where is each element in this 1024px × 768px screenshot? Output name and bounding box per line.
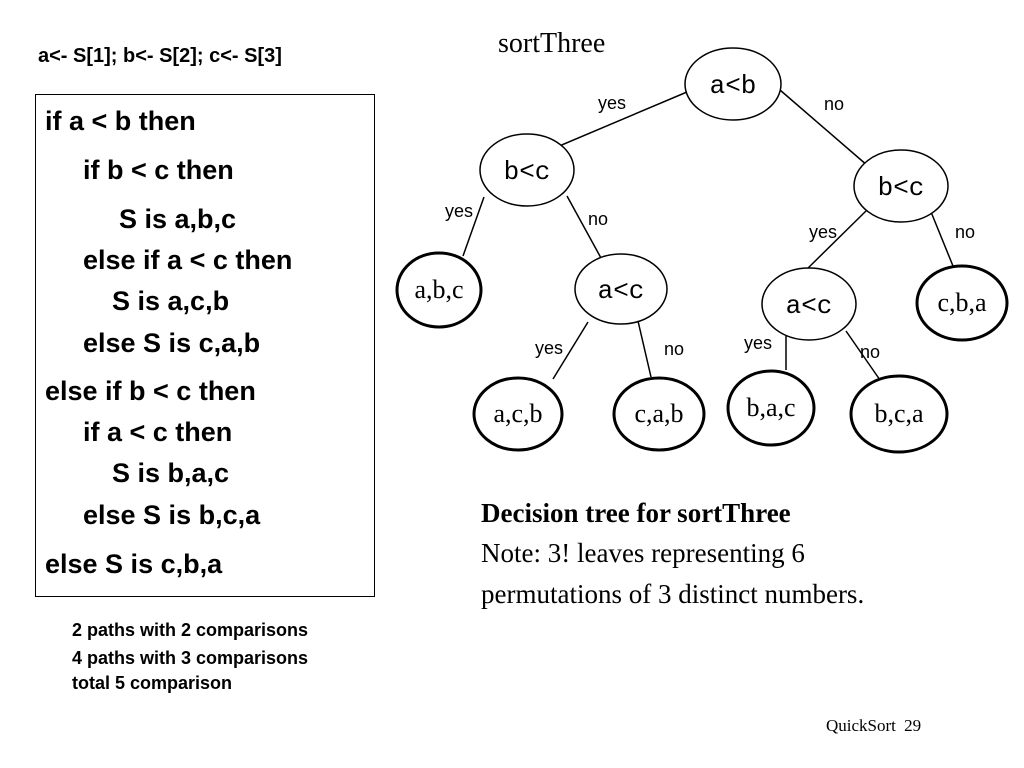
- code-line: else S is c,a,b: [83, 328, 261, 358]
- node-right-label: b<c: [878, 173, 925, 203]
- leaf-bca: [849, 374, 949, 454]
- edge-label-yes: yes: [598, 93, 626, 113]
- node-root-label: a<b: [710, 71, 757, 101]
- page-number: 29: [904, 716, 922, 735]
- edge-left-abc: [462, 196, 485, 257]
- edge-label-no: no: [824, 94, 844, 114]
- edge-right-ac: [803, 209, 868, 273]
- leaf-abc-label: a,b,c: [414, 275, 463, 304]
- edge-root-right: [779, 89, 869, 167]
- code-line: else S is c,b,a: [45, 549, 223, 579]
- slide-footer: QuickSort 29: [826, 716, 921, 736]
- node-left-label: b<c: [504, 157, 551, 187]
- edge-right-cba: [928, 206, 954, 267]
- code-line: else if b < c then: [45, 376, 256, 406]
- edge-label-no: no: [664, 339, 684, 359]
- node-root: [684, 47, 782, 121]
- node-right-left-label: a<c: [786, 291, 833, 321]
- edge-label-no: no: [588, 209, 608, 229]
- edge-ac2-bca: [845, 330, 881, 381]
- edge-ac-cab: [637, 320, 652, 378]
- edge-root-left: [537, 91, 688, 156]
- path-stat: 2 paths with 2 comparisons: [72, 620, 309, 640]
- code-line: S is a,b,c: [119, 204, 237, 234]
- caption-line: permutations of 3 distinct numbers.: [481, 579, 865, 609]
- edge-label-yes: yes: [535, 338, 563, 358]
- assignment-line: a<- S[1]; b<- S[2]; c<- S[3]: [38, 45, 282, 67]
- edge-label-yes: yes: [445, 201, 473, 221]
- edge-left-ac: [566, 195, 602, 259]
- code-line: else S is b,c,a: [83, 500, 261, 530]
- code-line: else if a < c then: [83, 245, 293, 275]
- leaf-cba-label: c,b,a: [937, 288, 987, 317]
- caption-title: Decision tree for sortThree: [481, 498, 791, 528]
- code-line: if b < c then: [83, 155, 234, 185]
- leaf-cba: [915, 264, 1009, 342]
- node-left-right-label: a<c: [598, 276, 645, 306]
- leaf-bac: [726, 369, 816, 447]
- leaf-bca-label: b,c,a: [874, 399, 924, 428]
- leaf-abc: [395, 251, 483, 329]
- path-stat: total 5 comparison: [72, 673, 233, 693]
- leaf-cab-label: c,a,b: [634, 399, 683, 428]
- edge-label-no: no: [955, 222, 975, 242]
- code-line: S is b,a,c: [112, 458, 230, 488]
- leaf-acb: [472, 376, 564, 452]
- code-line: if a < b then: [45, 106, 196, 136]
- node-right: [853, 149, 949, 223]
- edge-ac-acb: [552, 321, 589, 380]
- edge-label-yes: yes: [744, 333, 772, 353]
- leaf-bac-label: b,a,c: [746, 393, 795, 422]
- node-right-left: [761, 267, 857, 341]
- code-line: if a < c then: [83, 417, 233, 447]
- tree-title: sortThree: [498, 28, 606, 59]
- node-left: [479, 133, 575, 207]
- pseudocode-box: [35, 94, 375, 597]
- code-line: S is a,c,b: [112, 286, 230, 316]
- leaf-cab: [612, 376, 706, 452]
- footer-label: QuickSort: [826, 716, 896, 735]
- leaf-acb-label: a,c,b: [493, 399, 542, 428]
- path-stat: 4 paths with 3 comparisons: [72, 648, 309, 668]
- node-left-right: [574, 253, 668, 325]
- caption-line: Note: 3! leaves representing 6: [481, 538, 805, 568]
- edge-label-yes: yes: [809, 222, 837, 242]
- edge-label-no: no: [860, 342, 880, 362]
